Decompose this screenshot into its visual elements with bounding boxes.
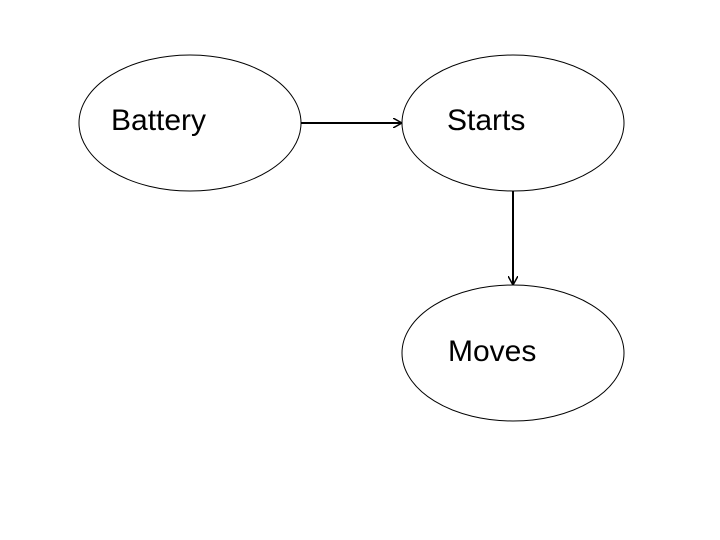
node-moves-shape bbox=[401, 284, 625, 422]
node-starts-label: Starts bbox=[447, 104, 525, 137]
node-battery-shape bbox=[78, 54, 302, 192]
node-moves-label: Moves bbox=[448, 335, 536, 368]
node-battery-label: Battery bbox=[111, 104, 206, 137]
node-battery: Battery bbox=[78, 54, 302, 192]
node-starts: Starts bbox=[401, 54, 625, 192]
node-starts-shape bbox=[401, 54, 625, 192]
node-moves: Moves bbox=[401, 284, 625, 422]
